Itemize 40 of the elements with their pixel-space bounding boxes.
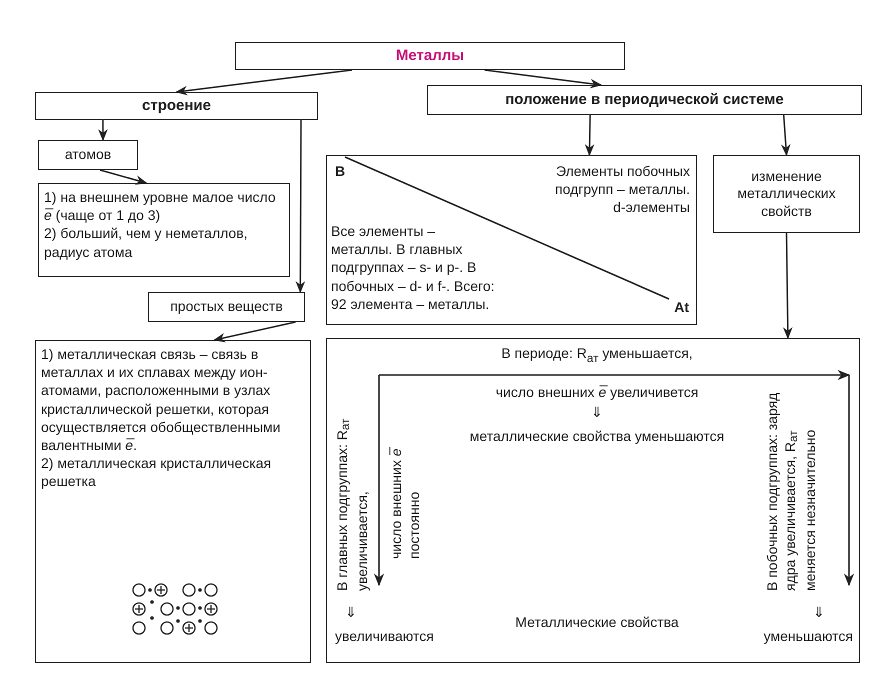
double-arrow-sign: ⇓ bbox=[813, 603, 826, 622]
process-box bbox=[713, 155, 860, 233]
box-label: простых веществ bbox=[170, 298, 283, 316]
text-box bbox=[38, 183, 290, 277]
arrow bbox=[782, 232, 793, 340]
body-text: 1) металлическая связь – связь в металлах и их сплавах между ион-атомами, расположенными в узлах кристаллической решетки, которая осуществляется обобществленными валентными e̅. bbox=[41, 345, 282, 454]
arrow bbox=[175, 69, 352, 96]
process-box bbox=[38, 140, 138, 170]
double-arrow-sign: ⇓ bbox=[345, 603, 358, 622]
body-text: В периоде: R$_{ат}$ уменьшается, bbox=[500, 344, 694, 364]
info-box bbox=[326, 338, 860, 663]
process-box bbox=[148, 292, 305, 322]
arrow bbox=[584, 114, 594, 156]
body-text: 2) металлическая кристаллическая решетка bbox=[41, 454, 272, 490]
box-label: строение bbox=[142, 96, 211, 116]
box-label: Металлы bbox=[396, 46, 464, 66]
box-label: положение в периодической системе bbox=[505, 90, 784, 110]
body-text: Металлические свойства bbox=[514, 613, 680, 632]
body-text: 1) на внешнем уровне малое число e̅ (чаще от 1 до 3) bbox=[44, 188, 277, 224]
body-text: увеличиваются bbox=[335, 627, 435, 646]
element-symbol: At bbox=[673, 298, 689, 317]
arrow bbox=[98, 120, 108, 142]
body-text: Все элементы – металлы. В главных подгруппах – s- и p-. В побочных – d- и f-. Всего: 92 элемента – металлы. bbox=[331, 222, 496, 314]
element-symbol: B bbox=[335, 162, 346, 181]
body-text: Элементы побочных подгрупп – металлы. d-элементы bbox=[554, 162, 690, 218]
double-arrow-sign: ⇓ bbox=[590, 403, 604, 422]
arrow bbox=[780, 114, 791, 156]
body-text: 2) больший, чем у неметаллов, радиус атома bbox=[44, 224, 249, 261]
title-box bbox=[235, 42, 625, 70]
box-label: атомов bbox=[64, 146, 112, 164]
arrow bbox=[213, 321, 296, 342]
category-box bbox=[427, 85, 862, 115]
category-box bbox=[35, 92, 318, 120]
box-label: изменение металлических свойств bbox=[736, 168, 837, 220]
arrow bbox=[296, 120, 306, 294]
info-box bbox=[326, 155, 697, 325]
body-text: число внешних e̅ постоянно bbox=[387, 446, 424, 559]
body-text: металлические свойства уменьшаются bbox=[468, 427, 726, 446]
text-box bbox=[35, 340, 311, 663]
body-text: уменьшаются bbox=[762, 627, 853, 646]
